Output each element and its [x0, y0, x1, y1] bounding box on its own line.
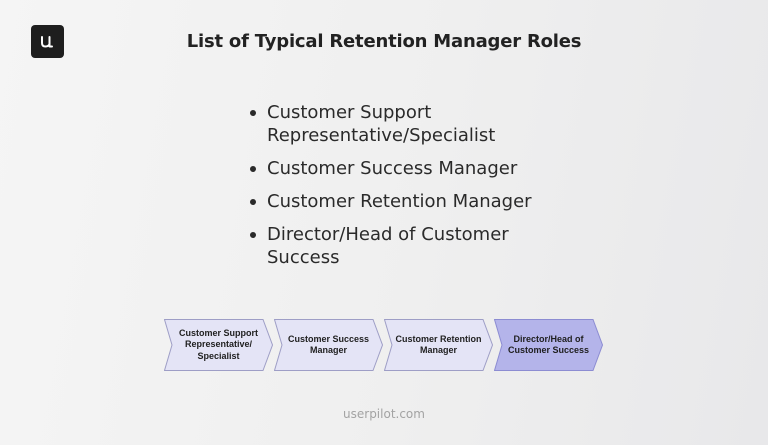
list-item: Customer Success Manager — [248, 157, 548, 180]
flow-step-support: Customer Support Representative/ Special… — [164, 319, 273, 371]
bullet-icon — [250, 166, 256, 172]
chevron-arrow-shape — [274, 319, 383, 371]
userpilot-logo — [31, 25, 64, 58]
role-label: Customer Success Manager — [267, 158, 518, 179]
bullet-icon — [250, 232, 256, 238]
role-label: Customer Retention Manager — [267, 191, 532, 212]
role-label: Customer Support Representative/Speciali… — [267, 102, 496, 146]
page-title: List of Typical Retention Manager Roles — [186, 31, 582, 52]
chevron-arrow-shape — [494, 319, 603, 371]
flow-step-director: Director/Head of Customer Success — [494, 319, 603, 371]
flow-step-label: Customer Success Manager — [287, 333, 370, 356]
bullet-icon — [250, 199, 256, 205]
footer-url: userpilot.com — [343, 407, 425, 421]
flow-step-success-manager: Customer Success Manager — [274, 319, 383, 371]
flow-step-retention-manager: Customer Retention Manager — [384, 319, 493, 371]
role-label: Director/Head of Customer Success — [267, 224, 509, 268]
chevron-arrow-shape — [384, 319, 493, 371]
flow-step-label: Customer Retention Manager — [395, 333, 482, 356]
list-item: Customer Retention Manager — [248, 190, 548, 213]
bullet-icon — [250, 110, 256, 116]
u-letter-icon — [41, 36, 53, 48]
roles-list: Customer Support Representative/Speciali… — [248, 101, 548, 279]
chevron-arrow-shape — [164, 319, 273, 371]
list-item: Director/Head of Customer Success — [248, 223, 548, 269]
flow-step-label: Director/Head of Customer Success — [507, 333, 590, 356]
career-path-flow: Customer Support Representative/ Special… — [164, 319, 604, 371]
flow-step-label: Customer Support Representative/ Special… — [178, 327, 258, 361]
list-item: Customer Support Representative/Speciali… — [248, 101, 548, 147]
